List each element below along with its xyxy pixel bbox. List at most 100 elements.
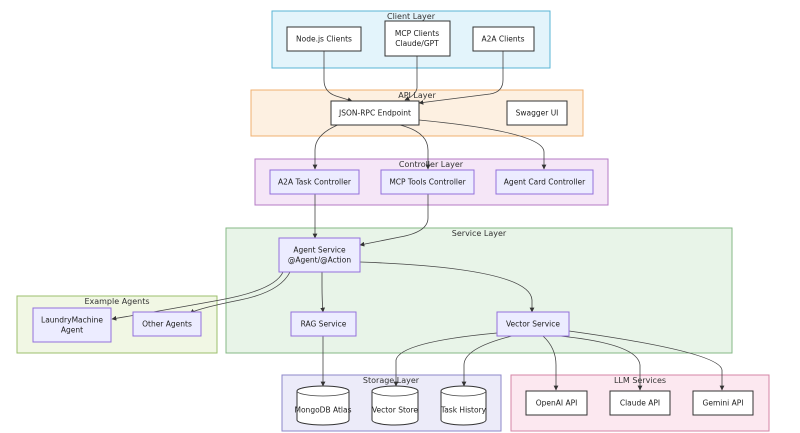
node-task-history-rim	[440, 390, 487, 397]
edge-vector-service-to-task-history	[461, 335, 513, 387]
node-label-line: MongoDB Atlas	[295, 406, 352, 415]
node-task-history[interactable]: Task History	[440, 385, 487, 426]
node-label-line: Agent	[61, 326, 83, 335]
node-other-agents[interactable]: Other Agents	[132, 311, 202, 337]
node-other-agents-label: Other Agents	[142, 320, 192, 329]
node-vector-store-label: Vector Store	[372, 406, 418, 415]
cluster-storage-title: Storage Layer	[363, 376, 420, 385]
node-agent-service-box	[278, 237, 361, 273]
node-mcp-tools-controller-box	[380, 169, 475, 195]
edge-a2a-clients-to-jsonrpc	[418, 51, 504, 105]
node-laundry-machine-agent-box	[32, 307, 112, 343]
node-label-line: A2A Task Controller	[278, 178, 352, 187]
node-task-history-cylinder	[440, 385, 487, 426]
node-claude-api[interactable]: Claude API	[609, 390, 671, 416]
node-agent-card-controller-box	[495, 169, 594, 195]
node-label-line: Vector Service	[506, 320, 560, 329]
node-label-line: Swagger UI	[516, 109, 559, 118]
cluster-service-title: Service Layer	[452, 229, 507, 238]
node-jsonrpc-endpoint-box	[330, 100, 420, 126]
edge-jsonrpc-to-mcp-tools-controller	[399, 124, 431, 170]
node-label-line: Claude API	[620, 399, 660, 408]
node-a2a-task-controller[interactable]: A2A Task Controller	[269, 169, 360, 195]
node-mcp-clients-box	[384, 20, 451, 57]
node-label-line: OpenAI API	[536, 399, 578, 408]
node-mcp-tools-controller[interactable]: MCP Tools Controller	[380, 169, 475, 195]
node-mcp-tools-controller-label: MCP Tools Controller	[389, 178, 466, 187]
edge-jsonrpc-to-a2a-task-controller	[312, 123, 341, 170]
node-agent-card-controller[interactable]: Agent Card Controller	[495, 169, 594, 195]
node-label-line: RAG Service	[301, 320, 347, 329]
edge-vector-service-to-gemini	[568, 330, 725, 391]
edge-agent-service-to-rag-service	[320, 272, 326, 313]
cluster-controller-title: Controller Layer	[399, 160, 464, 169]
node-agent-service-label: Agent Service@Agent/@Action	[288, 246, 351, 265]
node-rag-service-label: RAG Service	[301, 320, 347, 329]
node-label-line: Task History	[440, 406, 487, 415]
node-label-line: Gemini API	[703, 399, 744, 408]
node-agent-card-controller-label: Agent Card Controller	[504, 178, 586, 187]
node-label-line: Agent Service	[293, 246, 346, 255]
node-swagger-ui[interactable]: Swagger UI	[506, 100, 568, 126]
edge-mcp-tools-controller-to-agent-service	[359, 194, 429, 247]
node-label-line: A2A Clients	[481, 35, 524, 44]
node-a2a-clients-label: A2A Clients	[481, 35, 524, 44]
node-agent-service[interactable]: Agent Service@Agent/@Action	[278, 237, 361, 273]
edge-nodejs-to-jsonrpc	[323, 51, 353, 103]
node-openai-api-box	[525, 390, 588, 416]
node-rag-service-box	[290, 311, 357, 337]
edge-agent-service-to-other-agents	[189, 271, 291, 314]
node-label-line: JSON-RPC Endpoint	[338, 109, 411, 118]
node-label-line: @Agent/@Action	[288, 256, 351, 265]
node-jsonrpc-endpoint[interactable]: JSON-RPC Endpoint	[330, 100, 420, 126]
node-vector-store[interactable]: Vector Store	[371, 385, 419, 426]
node-vector-service[interactable]: Vector Service	[496, 311, 570, 337]
node-vector-service-box	[496, 311, 570, 337]
node-nodejs-clients[interactable]: Node.js Clients	[286, 26, 362, 52]
node-claude-api-box	[609, 390, 671, 416]
node-gemini-api[interactable]: Gemini API	[692, 390, 754, 416]
node-mongodb-atlas-label: MongoDB Atlas	[295, 406, 352, 415]
node-other-agents-box	[132, 311, 202, 337]
edge-agent-service-to-vector-service	[359, 261, 535, 313]
node-label-line: MCP Tools Controller	[389, 178, 466, 187]
edge-vector-service-to-claude	[559, 335, 643, 391]
node-openai-api[interactable]: OpenAI API	[525, 390, 588, 416]
node-mongodb-atlas[interactable]: MongoDB Atlas	[295, 385, 352, 426]
node-gemini-api-box	[692, 390, 754, 416]
edge-mcp-to-jsonrpc	[404, 56, 418, 101]
node-swagger-ui-box	[506, 100, 568, 126]
edges	[111, 51, 725, 391]
node-a2a-clients-box	[472, 26, 535, 52]
cluster-examples-title: Example Agents	[84, 297, 149, 306]
clusters: Client Layer API Layer Controller Layer …	[16, 10, 770, 432]
node-gemini-api-label: Gemini API	[703, 399, 744, 408]
node-vector-store-rim	[371, 390, 419, 397]
node-nodejs-clients-label: Node.js Clients	[296, 35, 352, 44]
node-rag-service[interactable]: RAG Service	[290, 311, 357, 337]
node-a2a-task-controller-label: A2A Task Controller	[278, 178, 352, 187]
node-jsonrpc-endpoint-label: JSON-RPC Endpoint	[338, 109, 411, 118]
node-a2a-task-controller-box	[269, 169, 360, 195]
node-a2a-clients[interactable]: A2A Clients	[472, 26, 535, 52]
node-label-line: Other Agents	[142, 320, 192, 329]
edge-jsonrpc-to-agent-card-controller	[418, 119, 547, 170]
cluster-api-title: API Layer	[398, 91, 436, 100]
edge-vector-service-to-vector-store	[393, 332, 498, 387]
node-label-line: Vector Store	[372, 406, 418, 415]
edge-vector-service-to-openai	[542, 335, 559, 391]
node-label-line: LaundryMachine	[41, 316, 103, 325]
node-claude-api-label: Claude API	[620, 399, 660, 408]
node-swagger-ui-label: Swagger UI	[516, 109, 559, 118]
node-label-line: Agent Card Controller	[504, 178, 586, 187]
node-label-line: Node.js Clients	[296, 35, 352, 44]
node-label-line: Claude/GPT	[395, 39, 439, 48]
node-mongodb-atlas-rim	[296, 390, 350, 397]
node-mongodb-atlas-cylinder	[296, 385, 350, 426]
node-openai-api-label: OpenAI API	[536, 399, 578, 408]
